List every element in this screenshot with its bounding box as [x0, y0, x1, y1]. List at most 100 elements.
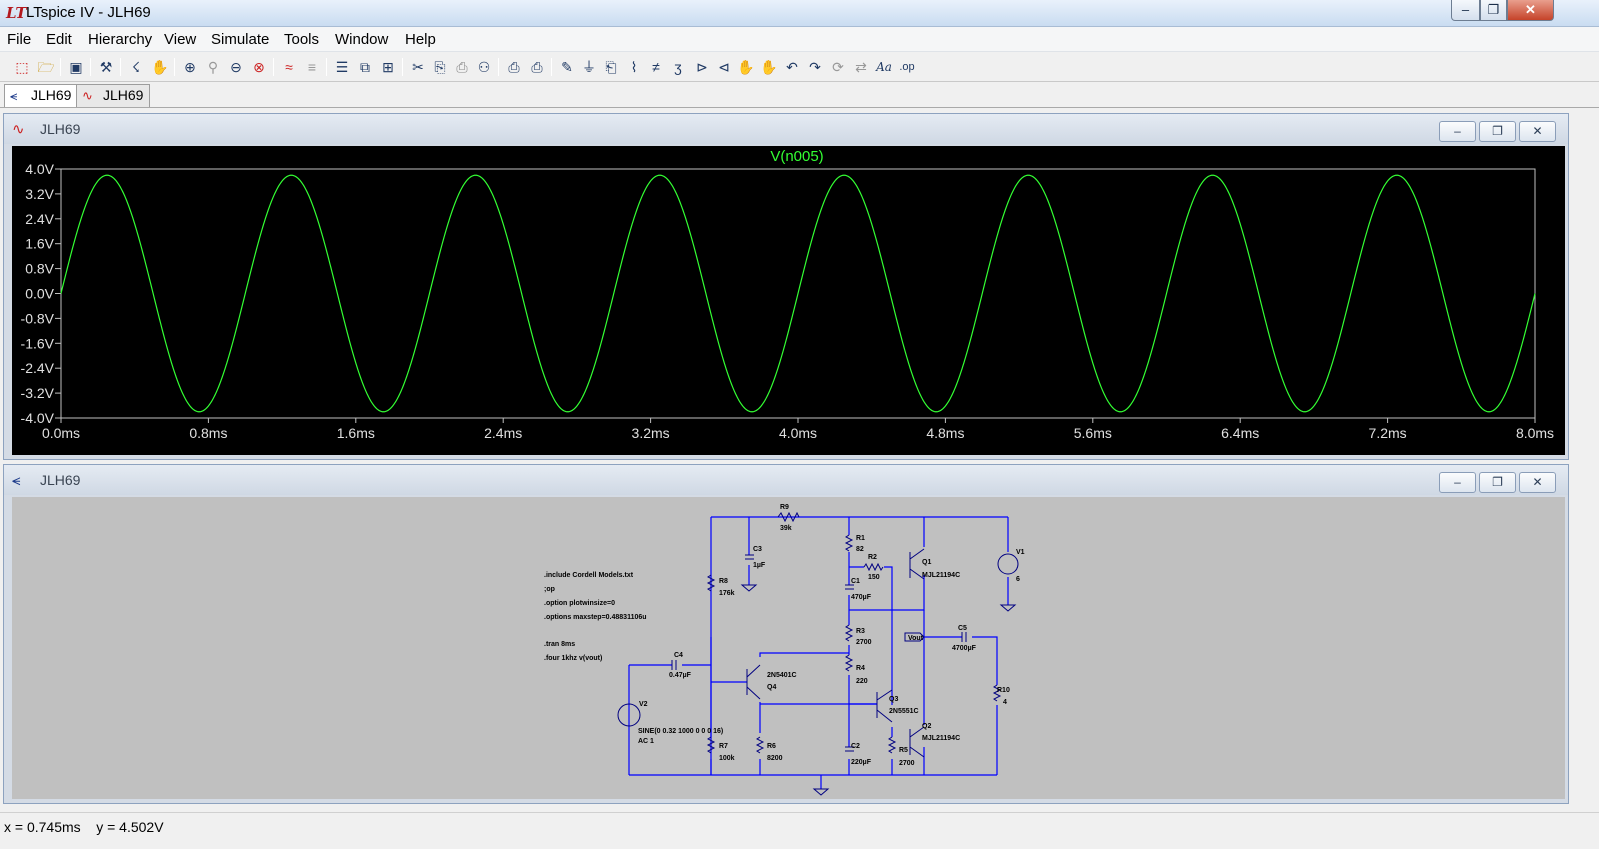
- copy-icon[interactable]: ⎘: [434, 59, 446, 75]
- directive-tran[interactable]: .tran 8ms: [544, 641, 575, 648]
- spice-directive-icon[interactable]: .op: [899, 61, 915, 73]
- menu-simulate[interactable]: Simulate: [211, 31, 270, 48]
- schematic-window-titlebar[interactable]: ⪪ JLH69 – ❐ ✕: [4, 465, 1568, 495]
- maximize-button[interactable]: ❐: [1480, 0, 1507, 21]
- new-schematic-icon[interactable]: ⬚: [15, 59, 29, 75]
- autorange-icon[interactable]: ≈: [285, 59, 293, 75]
- directive-include[interactable]: .include Cordell Models.txt: [544, 572, 634, 579]
- tile-horizontal-icon[interactable]: ☰: [335, 59, 349, 75]
- resistor-icon[interactable]: ⌇: [630, 59, 638, 75]
- label-R6-name: R6: [767, 743, 776, 750]
- label-C4-value: 0.47µF: [669, 672, 692, 679]
- label-icon[interactable]: ⎗: [605, 59, 617, 75]
- run-icon[interactable]: ☇: [131, 59, 141, 75]
- schematic-drawing: R9 39k C3 1µF R1 82 R2 150 Q1 MJL21194C …: [544, 504, 1025, 796]
- zoom-cancel-icon[interactable]: ⊗: [253, 59, 265, 75]
- redo-icon[interactable]: ↷: [809, 59, 821, 75]
- waveform-restore-button[interactable]: ❐: [1479, 121, 1516, 142]
- cut-icon[interactable]: ✂: [412, 59, 424, 75]
- spice-directives: .include Cordell Models.txt ;op .option …: [544, 572, 647, 662]
- cursor-readout: x = 0.745ms y = 4.502V: [4, 819, 164, 835]
- zoom-in-icon[interactable]: ⊕: [184, 59, 196, 75]
- label-R7-name: R7: [719, 743, 728, 750]
- y-tick-label: 2.4V: [25, 211, 54, 227]
- x-tick-label: 1.6ms: [337, 425, 375, 441]
- ground-icon[interactable]: ⏚: [582, 59, 596, 75]
- waveform-minimize-button[interactable]: –: [1439, 121, 1476, 142]
- label-Q4-name: Q4: [767, 684, 776, 691]
- tab-label: JLH69: [31, 87, 72, 103]
- waveform-close-button[interactable]: ✕: [1519, 121, 1556, 142]
- component-icon[interactable]: ⊲: [718, 59, 730, 75]
- voltage-source-V2: [617, 703, 641, 727]
- inductor-icon[interactable]: ʒ: [674, 59, 682, 75]
- tab-waveform[interactable]: ∿ JLH69: [76, 84, 151, 107]
- halt-icon[interactable]: ✋: [151, 59, 169, 75]
- trace-label[interactable]: V(n005): [770, 148, 823, 165]
- drag-icon[interactable]: ✋: [760, 59, 778, 75]
- open-icon[interactable]: 🗁: [37, 59, 55, 75]
- label-R4-value: 220: [856, 678, 868, 685]
- label-C3-name: C3: [753, 546, 762, 553]
- visible-traces-icon[interactable]: ≡: [307, 59, 317, 75]
- menu-file[interactable]: File: [7, 31, 32, 48]
- window-title: LTspice IV - JLH69: [26, 4, 151, 21]
- menu-edit[interactable]: Edit: [46, 31, 72, 48]
- y-tick-label: 0.8V: [25, 261, 54, 277]
- resistor-R5: [887, 736, 897, 754]
- resistor-R9: [777, 511, 800, 523]
- resistor-R10: [992, 684, 1002, 702]
- menu-window[interactable]: Window: [335, 31, 389, 48]
- menu-view[interactable]: View: [164, 31, 197, 48]
- capacitor-icon[interactable]: ≠: [652, 59, 660, 75]
- tab-schematic[interactable]: ⪪ JLH69: [4, 84, 79, 107]
- minimize-button[interactable]: –: [1451, 0, 1480, 21]
- paste-icon[interactable]: ⎙: [456, 59, 468, 75]
- y-tick-label: 0.0V: [25, 286, 54, 302]
- wire-icon[interactable]: ✎: [561, 59, 573, 75]
- schematic-canvas[interactable]: R9 39k C3 1µF R1 82 R2 150 Q1 MJL21194C …: [12, 497, 1565, 799]
- toolbar: ⬚ 🗁 ▣ ⚒ ☇ ✋ ⊕ ⚲ ⊖ ⊗ ≈ ≡ ☰ ⧉ ⊞ ✂ ⎘ ⎙ ⚇ ⎙ …: [0, 53, 1599, 82]
- directive-four[interactable]: .four 1khz v(vout): [544, 655, 602, 662]
- rotate-icon[interactable]: ⟳: [832, 59, 844, 75]
- cascade-icon[interactable]: ⧉: [360, 59, 370, 75]
- menu-tools[interactable]: Tools: [284, 31, 320, 48]
- label-V2-name: V2: [639, 701, 648, 708]
- waveform-window-titlebar[interactable]: ∿ JLH69 – ❐ ✕: [4, 114, 1568, 144]
- directive-plotwinsize[interactable]: .option plotwinsize=0: [544, 600, 615, 607]
- move-icon[interactable]: ✋: [737, 59, 755, 75]
- menu-help[interactable]: Help: [405, 31, 436, 48]
- print-icon[interactable]: ⎙: [531, 59, 543, 75]
- schematic-restore-button[interactable]: ❐: [1479, 472, 1516, 493]
- waveform-icon: ∿: [82, 88, 93, 103]
- save-icon[interactable]: ▣: [69, 59, 83, 75]
- control-panel-icon[interactable]: ⚒: [99, 59, 113, 75]
- directive-op[interactable]: ;op: [544, 586, 555, 593]
- text-icon[interactable]: Aa: [876, 60, 892, 74]
- find-icon[interactable]: ⚇: [477, 59, 491, 75]
- label-V1-value: 6: [1016, 576, 1020, 583]
- component-labels: R9 39k C3 1µF R1 82 R2 150 Q1 MJL21194C …: [638, 504, 1025, 767]
- y-tick-label: 4.0V: [25, 161, 54, 177]
- zoom-area-icon[interactable]: ⚲: [207, 59, 219, 75]
- y-tick-label: -0.8V: [21, 310, 55, 326]
- label-C2-name: C2: [851, 743, 860, 750]
- zoom-out-icon[interactable]: ⊖: [230, 59, 242, 75]
- print-preview-icon[interactable]: ⎙: [508, 59, 520, 75]
- label-Q4-value: 2N5401C: [767, 672, 797, 679]
- tile-icon[interactable]: ⊞: [382, 59, 394, 75]
- menu-hierarchy[interactable]: Hierarchy: [88, 31, 153, 48]
- title-bar: LT LTspice IV - JLH69 – ❐ ✕: [0, 0, 1599, 27]
- undo-icon[interactable]: ↶: [786, 59, 798, 75]
- diode-icon[interactable]: ⊳: [696, 59, 708, 75]
- label-R3-value: 2700: [856, 639, 872, 646]
- resistor-R1: [844, 534, 854, 552]
- schematic-close-button[interactable]: ✕: [1519, 472, 1556, 493]
- trace-v-n005[interactable]: [60, 174, 1536, 413]
- mirror-icon[interactable]: ⇄: [855, 59, 867, 75]
- label-R10-name: R10: [997, 687, 1010, 694]
- schematic-minimize-button[interactable]: –: [1439, 472, 1476, 493]
- close-button[interactable]: ✕: [1507, 0, 1554, 21]
- directive-maxstep[interactable]: .options maxstep=0.48831106u: [544, 614, 647, 621]
